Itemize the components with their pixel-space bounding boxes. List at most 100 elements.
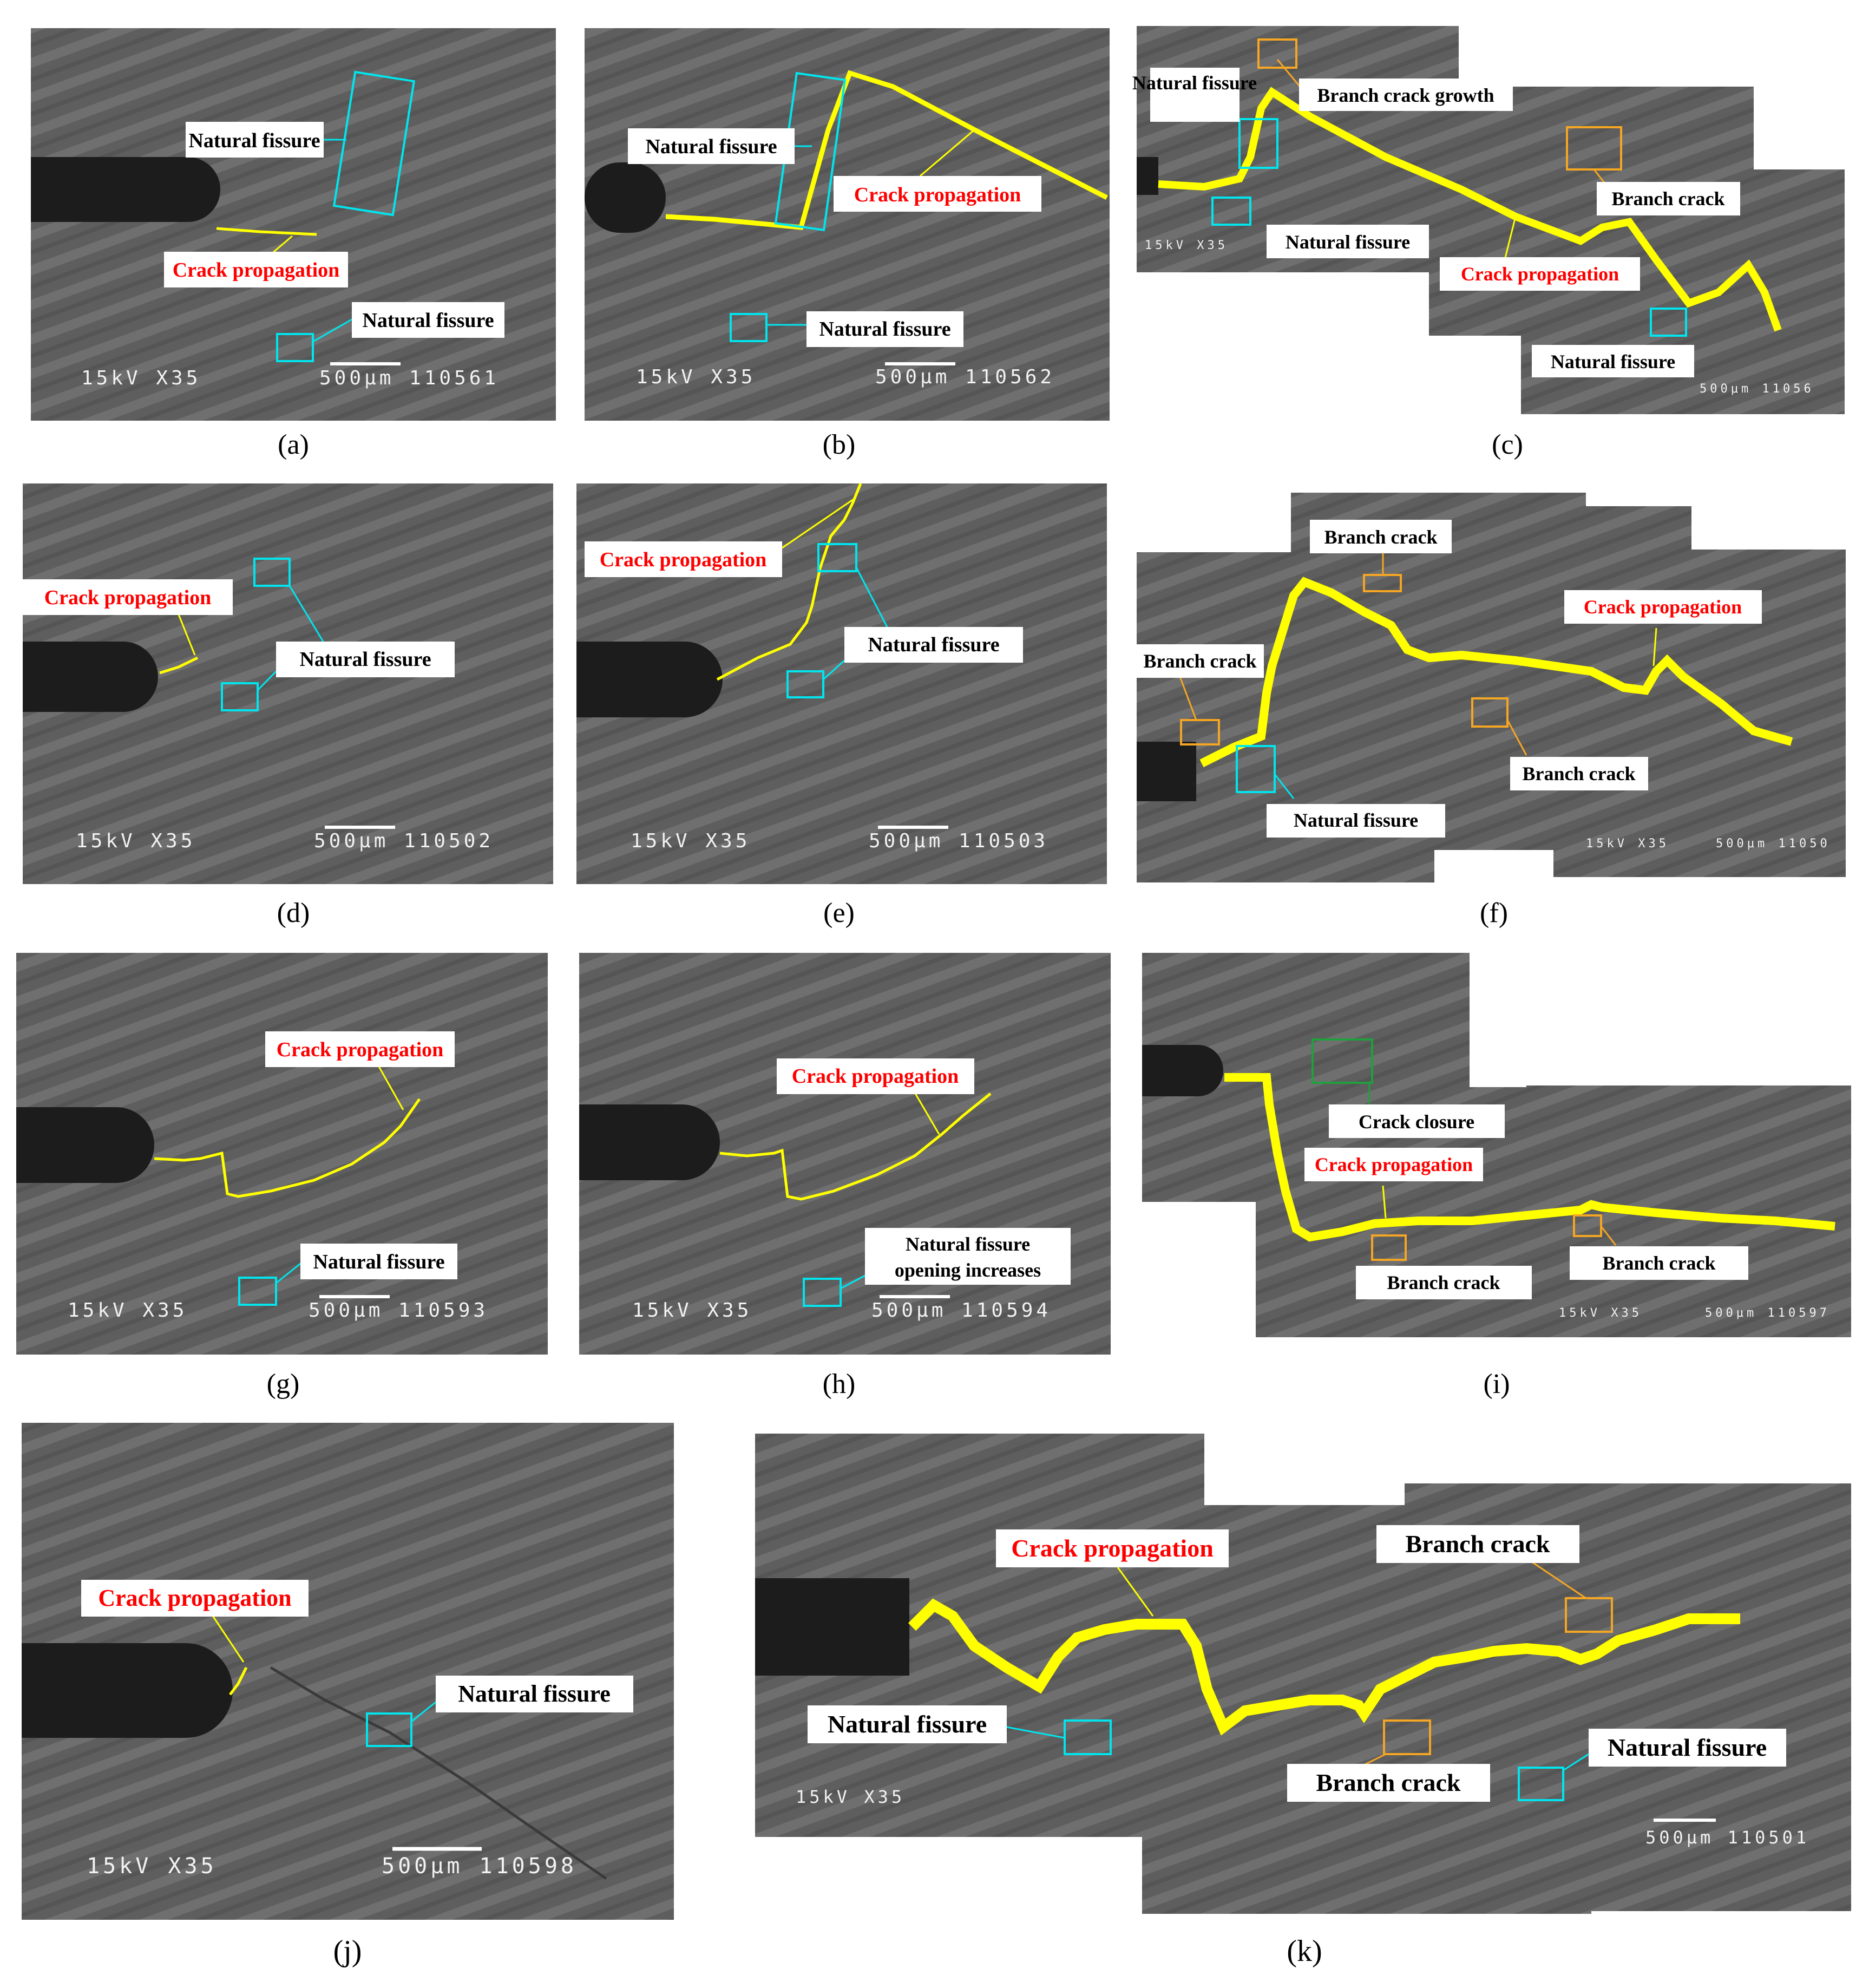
label-box <box>1570 1246 1748 1280</box>
label-box <box>844 627 1023 663</box>
pointer-line <box>1382 1185 1387 1219</box>
label-box <box>1597 182 1740 215</box>
scale-label: 500μm 11050 <box>1716 837 1831 851</box>
notch <box>1137 157 1158 195</box>
branch-crack-box <box>1573 1214 1602 1237</box>
sem-info: 15kV X35 <box>68 1299 187 1322</box>
label-crack-propagation: Crack propagation <box>277 1038 444 1061</box>
label-natural-fissure: Natural fissure <box>188 129 320 152</box>
label-box <box>186 122 324 158</box>
notch-block <box>22 1643 184 1738</box>
label-natural-fissure: Natural fissure <box>645 135 777 158</box>
scale-label: 500μm 110597 <box>1705 1306 1830 1320</box>
pointer-line <box>378 1066 404 1110</box>
natural-fissure-box <box>786 670 824 698</box>
natural-fissure-box <box>276 333 314 362</box>
notch-block <box>576 642 685 717</box>
label-crack-propagation: Crack propagation <box>792 1065 959 1088</box>
label-natural-fissure: Natural fissure <box>313 1251 444 1273</box>
label-crack-propagation: Crack propagation <box>854 184 1021 206</box>
label-branch-crack: Branch crack <box>1316 1769 1460 1796</box>
label-box <box>81 1580 309 1617</box>
natural-fissure-box <box>1238 118 1278 169</box>
scale-label: 500μm 110503 <box>869 830 1048 852</box>
closure-box <box>1311 1038 1373 1084</box>
pointer-line <box>855 567 889 629</box>
notch-block <box>1142 1045 1196 1096</box>
panel-caption: (d) <box>277 898 310 928</box>
pointer-line <box>178 614 196 656</box>
pointer-line <box>914 1092 940 1135</box>
panel-caption: (j) <box>333 1934 362 1968</box>
panel-h: Crack propagation Natural fissure openin… <box>579 953 1111 1400</box>
natural-fissure-box <box>817 543 857 572</box>
pointer-line <box>276 1260 304 1284</box>
crack-path <box>719 1093 992 1201</box>
crack-path <box>216 227 317 236</box>
pointer-line <box>822 659 845 681</box>
branch-crack-box <box>1565 1597 1613 1633</box>
label-crack-propagation: Crack propagation <box>44 586 212 609</box>
natural-fissure-box <box>332 70 416 217</box>
scale-label: 500μm 110562 <box>875 366 1055 388</box>
natural-fissure-box <box>730 313 768 342</box>
pointer-line <box>920 129 975 177</box>
label-box <box>996 1529 1229 1567</box>
pointer-line <box>270 235 293 256</box>
branch-crack-box <box>1257 38 1297 69</box>
natural-fissure-box <box>221 682 259 711</box>
label-box <box>23 579 233 615</box>
label-natural-fissure: Natural fissure <box>1608 1734 1767 1761</box>
natural-fissure-box <box>1650 308 1687 337</box>
label-box <box>265 1031 455 1067</box>
label-crack-propagation: Crack propagation <box>1011 1534 1214 1562</box>
sem-info: 15kV X35 <box>81 367 201 389</box>
natural-fissure-box <box>238 1277 277 1306</box>
scale-label: 500μm 11056 <box>1700 382 1814 396</box>
sem-info: 15kV X35 <box>1145 239 1228 252</box>
crack-path <box>665 70 1109 230</box>
label-box <box>1150 68 1240 122</box>
panel-g: Crack propagation Natural fissure 15kV X… <box>16 953 548 1400</box>
sem-info: 15kV X35 <box>76 830 195 852</box>
crack-path <box>1224 1073 1835 1242</box>
pointer-line <box>1006 1726 1065 1739</box>
label-box <box>865 1228 1071 1285</box>
sem-info: 15kV X35 <box>632 1299 752 1322</box>
label-branch-crack: Branch crack <box>1387 1272 1500 1293</box>
branch-crack-box <box>1471 697 1509 728</box>
scale-label: 500μm 110594 <box>871 1299 1051 1322</box>
label-box <box>352 302 504 338</box>
label-natural-fissure: Natural fissure <box>1286 231 1410 253</box>
scale-label: 500μm 110593 <box>309 1299 488 1322</box>
scale-label: 500μm 110501 <box>1645 1827 1809 1848</box>
label-natural-fissure: Natural fissure <box>458 1680 611 1707</box>
label-natural-fissure: Natural fissure <box>868 633 999 656</box>
label-branch-crack: Branch crack <box>1405 1530 1550 1558</box>
panel-j: Crack propagation Natural fissure 15kV X… <box>22 1423 674 1968</box>
sem-image <box>585 28 1110 421</box>
label-box <box>808 1705 1007 1743</box>
label-natural-fissure: Natural fissure <box>1551 351 1675 372</box>
natural-fissure-box <box>253 558 291 587</box>
natural-fissure-box <box>1211 197 1251 226</box>
label-crack-propagation: Crack propagation <box>600 548 767 571</box>
notch-block <box>16 1107 114 1183</box>
label-box <box>628 128 795 164</box>
panel-f: Branch crack Crack propagation Branch cr… <box>1137 493 1846 928</box>
pointer-line <box>1531 1561 1586 1599</box>
panel-e: Crack propagation Natural fissure 15kV X… <box>576 483 1107 928</box>
label-crack-propagation: Crack propagation <box>1461 263 1619 285</box>
crack-path <box>908 1598 1740 1736</box>
notch-block <box>31 157 188 222</box>
pointer-line <box>1117 1567 1154 1617</box>
label-crack-closure: Crack closure <box>1359 1111 1474 1133</box>
label-natural-fissure: Natural fissure <box>1294 809 1418 831</box>
panel-b: Natural fissure Crack propagation Natura… <box>585 28 1110 460</box>
panel-caption: (b) <box>823 429 856 460</box>
notch <box>585 162 666 233</box>
notch <box>1137 742 1196 801</box>
natural-fissure-box <box>803 1278 842 1307</box>
crack-path <box>716 483 862 681</box>
label-box <box>1589 1729 1786 1767</box>
